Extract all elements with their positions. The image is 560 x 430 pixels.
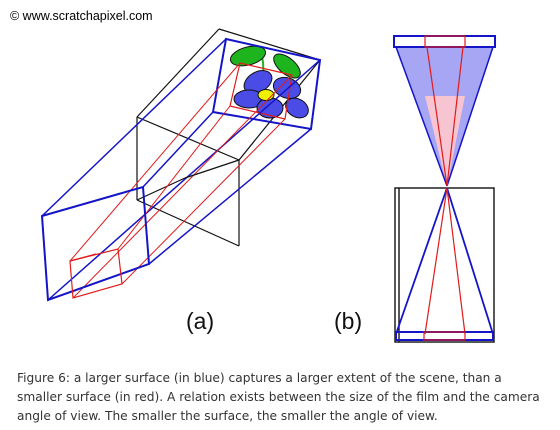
film-large-b bbox=[395, 331, 494, 341]
figure-illustration bbox=[40, 28, 496, 343]
film-box-large bbox=[40, 185, 151, 302]
rays-b-small bbox=[424, 187, 466, 335]
leaf-left bbox=[229, 45, 267, 67]
copyright-notice: © www.scratchapixel.com bbox=[10, 9, 153, 23]
rays-large-surface bbox=[41, 38, 321, 301]
camera-box-b bbox=[394, 187, 495, 343]
rays-b-large bbox=[395, 187, 494, 335]
flower-illustration bbox=[229, 45, 309, 119]
film-box-small bbox=[69, 248, 123, 299]
flower-center bbox=[257, 89, 275, 101]
film-small-b bbox=[423, 331, 466, 341]
panel-a-diagram bbox=[40, 28, 322, 302]
panel-b-label: (b) bbox=[334, 308, 363, 334]
panel-a-label: (a) bbox=[186, 308, 215, 334]
panel-b-diagram bbox=[393, 35, 496, 343]
figure-caption: Figure 6: a larger surface (in blue) cap… bbox=[17, 371, 540, 423]
